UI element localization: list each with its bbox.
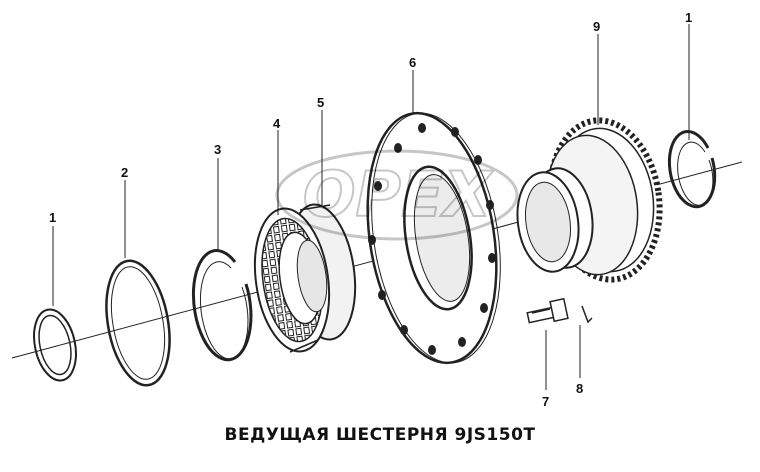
callout-1-right: 1	[685, 10, 692, 25]
callout-3: 3	[214, 142, 221, 157]
leader-lines	[52, 24, 690, 390]
flange-plate	[366, 111, 501, 365]
drive-gear	[516, 117, 663, 283]
diagram-title: ВЕДУЩАЯ ШЕСТЕРНЯ 9JS150T	[224, 425, 536, 445]
snap-ring-right	[667, 130, 717, 209]
callout-5: 5	[317, 95, 324, 110]
thin-ring	[105, 259, 171, 387]
watermark-text: OPEX	[303, 158, 494, 231]
callout-9: 9	[593, 19, 600, 34]
callout-1-left: 1	[49, 210, 56, 225]
bolt	[526, 297, 569, 324]
roller-bearing	[253, 203, 357, 353]
callout-8: 8	[576, 381, 583, 396]
split-ring	[191, 249, 253, 362]
callout-4: 4	[273, 116, 281, 131]
callout-6: 6	[409, 55, 416, 70]
watermark-logo: OPEX	[275, 149, 519, 241]
pin	[581, 305, 593, 324]
callout-2: 2	[121, 165, 128, 180]
callout-7: 7	[542, 394, 549, 409]
snap-ring-left	[33, 308, 77, 382]
